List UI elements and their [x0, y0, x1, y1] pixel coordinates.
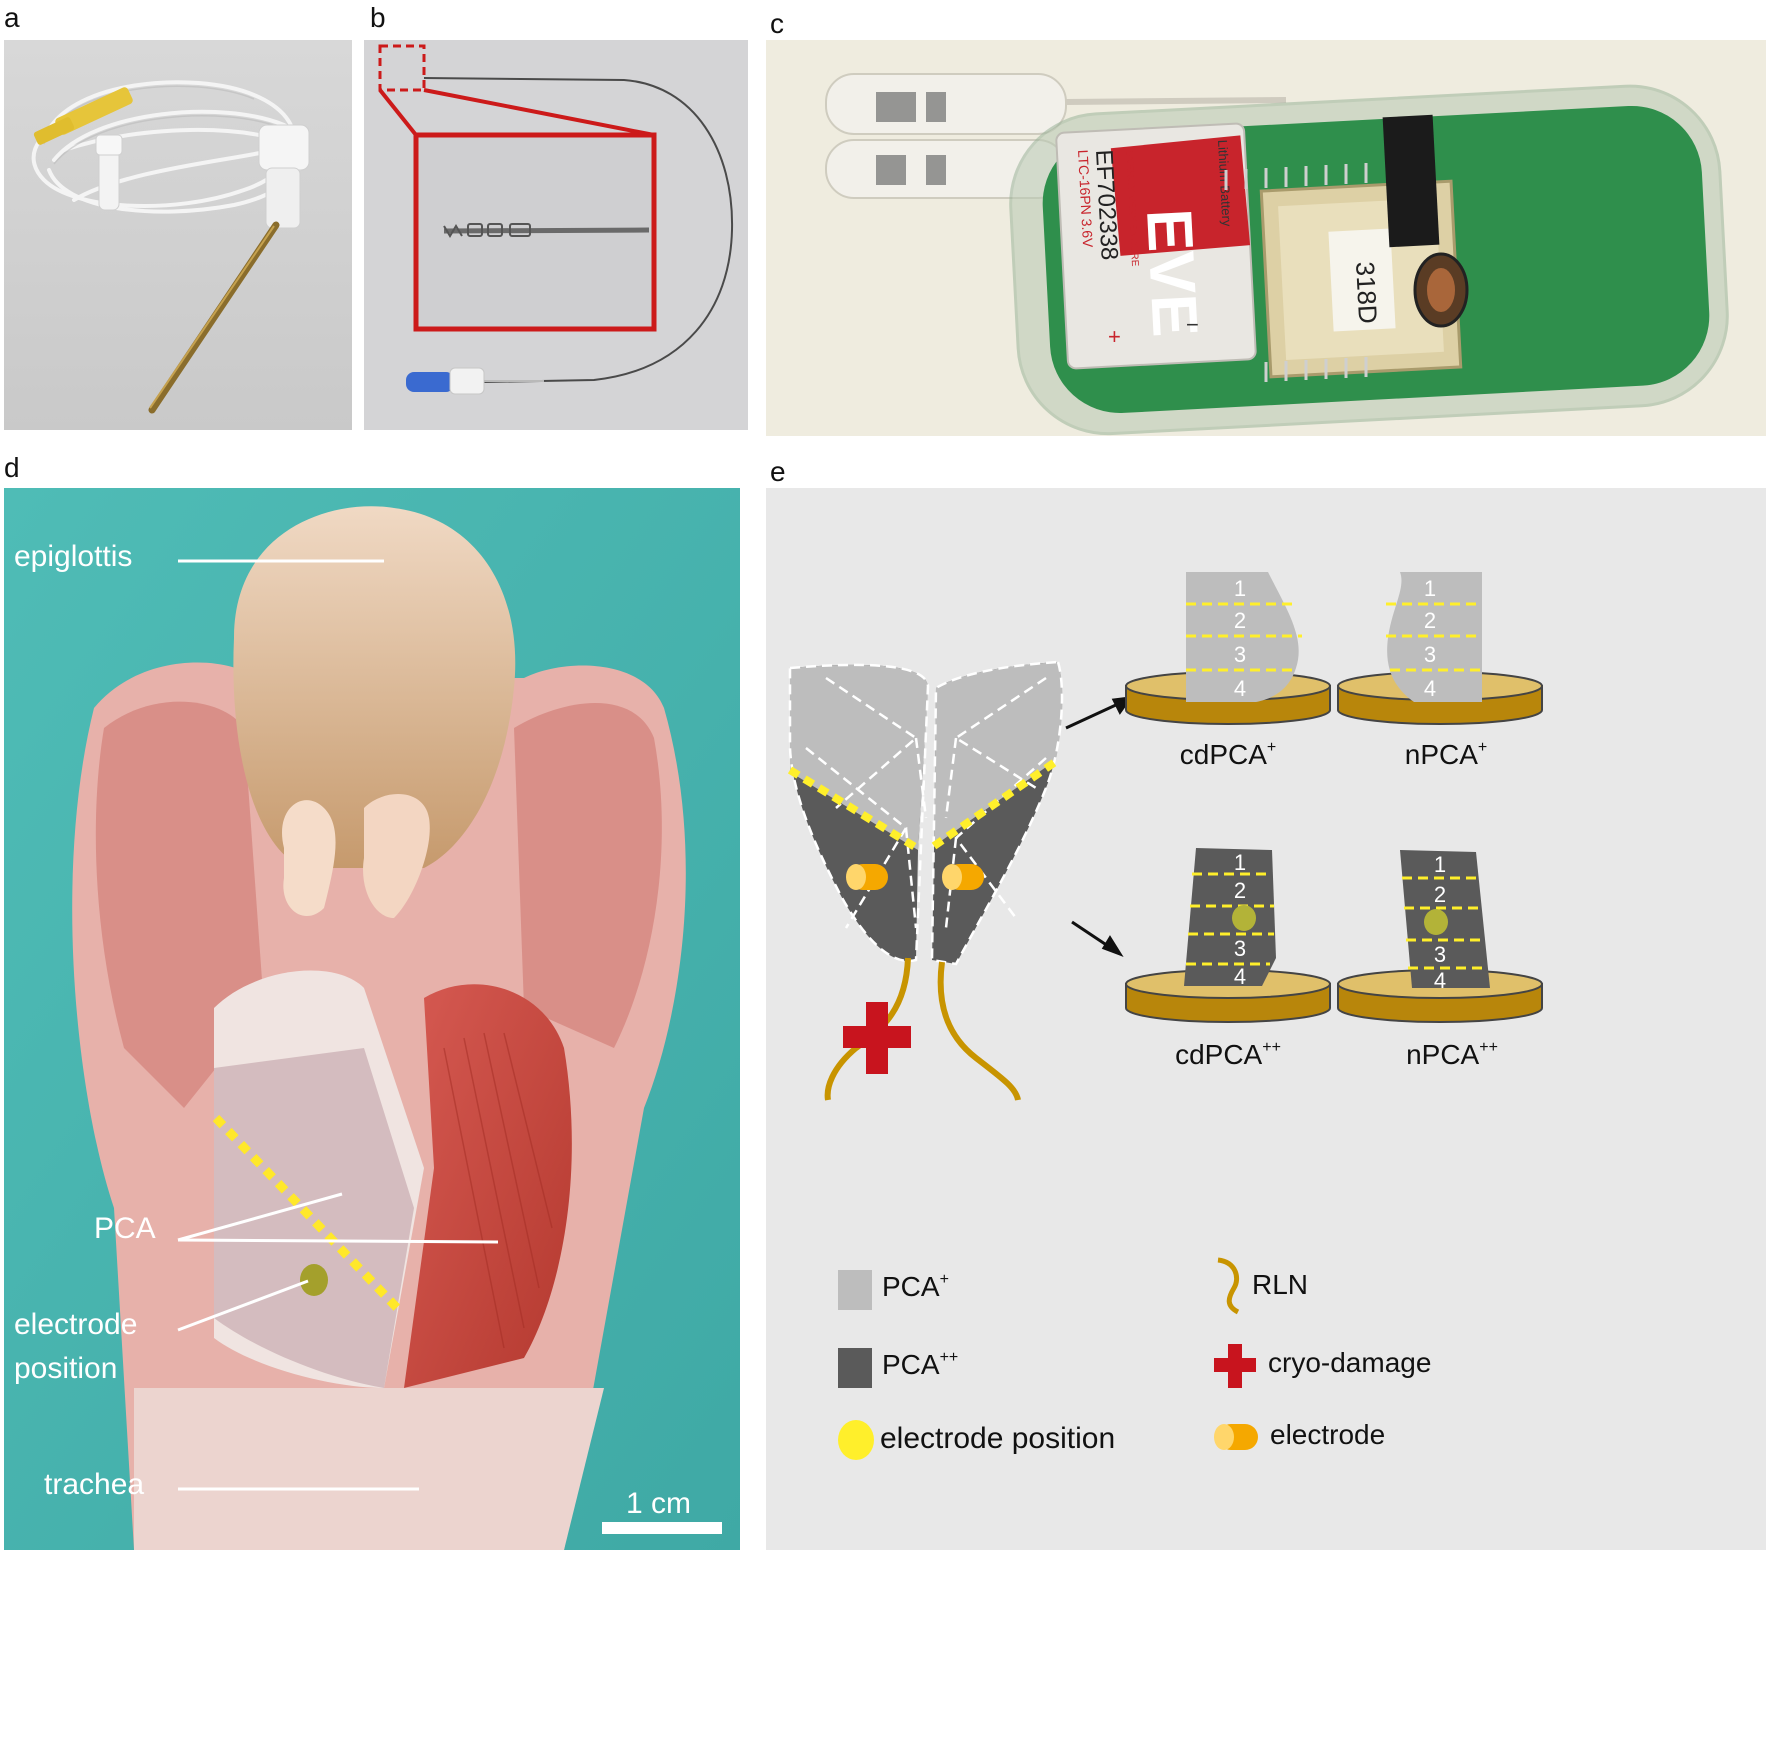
panel-label-c: c	[770, 8, 784, 39]
segment-label: 2	[1234, 608, 1246, 633]
sample-label-cdpca-plus: cdPCA+	[1180, 739, 1277, 770]
chip-label: 318D	[1350, 261, 1383, 325]
electrode-leader-line	[177, 1279, 309, 1332]
sample-label-npca-plus: nPCA+	[1405, 739, 1488, 770]
larynx-illustration: epiglottis PCA electrode position trache…	[4, 488, 740, 1550]
segment-label: 2	[1424, 608, 1436, 633]
segment-label: 4	[1424, 676, 1436, 701]
panel-label-e: e	[770, 456, 786, 487]
panel-label-b: b	[370, 2, 386, 33]
segment-label: 4	[1234, 676, 1246, 701]
label-trachea: trachea	[44, 1468, 144, 1501]
segment-label: 1	[1424, 576, 1436, 601]
segment-label: 3	[1424, 642, 1436, 667]
segment-label: 3	[1234, 642, 1246, 667]
battery-minus: −	[1186, 312, 1199, 337]
sample-label-cdpca-plusplus: cdPCA++	[1175, 1039, 1281, 1070]
pca-leader-line-1	[177, 1192, 343, 1242]
panel-label-d: d	[4, 452, 20, 483]
scale-bar	[602, 1522, 722, 1534]
battery-model: EF702338	[1090, 149, 1123, 261]
segment-label: 1	[1434, 852, 1446, 877]
legend-electrode: electrode	[1270, 1419, 1385, 1450]
sample-npca-plusplus: 1 2 3 4 nPCA++	[1337, 850, 1543, 1070]
label-electrode: electrode	[14, 1308, 137, 1341]
legend-swatch-pca-plus	[838, 1270, 872, 1310]
label-position: position	[14, 1352, 117, 1385]
sample-npca-plus: 1 2 3 4 nPCA+	[1337, 572, 1543, 770]
segment-label: 3	[1434, 942, 1446, 967]
legend-rln: RLN	[1252, 1269, 1308, 1300]
needle-electrode-illustration	[4, 40, 352, 430]
panel-c-photo: EVE Lithium Battery ENERGY VERY ENDURE E…	[766, 40, 1766, 436]
implantable-stimulator-illustration: EVE Lithium Battery ENERGY VERY ENDURE E…	[766, 40, 1766, 436]
segment-label: 2	[1234, 878, 1246, 903]
label-epiglottis: epiglottis	[14, 540, 132, 573]
panel-a-photo	[4, 40, 352, 430]
segment-label: 4	[1434, 968, 1446, 993]
sample-cdpca-plus: 1 2 3 4 cdPCA+	[1125, 572, 1331, 770]
legend-electrode-position: electrode position	[880, 1422, 1115, 1455]
label-pca: PCA	[94, 1212, 156, 1245]
legend-swatch-pca-plusplus	[838, 1348, 872, 1388]
sample-label-npca-plusplus: nPCA++	[1406, 1039, 1498, 1070]
panel-label-a: a	[4, 2, 20, 33]
pca-sampling-schematic: 1 2 3 4 cdPCA+ 1 2 3 4 nPCA+	[766, 488, 1766, 1550]
legend-pca-plus: PCA+	[882, 1271, 949, 1302]
legend: PCA+ PCA++ electrode position RLN cryo-d…	[838, 1257, 1431, 1460]
legend-swatch-electrode-position	[838, 1420, 874, 1460]
legend-swatch-rln	[1217, 1257, 1240, 1315]
segment-label: 1	[1234, 576, 1246, 601]
segment-label: 2	[1434, 882, 1446, 907]
legend-swatch-cryo	[1214, 1344, 1256, 1388]
rln-right	[937, 961, 1021, 1101]
pca-leader-line-2	[177, 1238, 499, 1244]
segment-label: 4	[1234, 964, 1246, 989]
battery-plus: +	[1108, 324, 1121, 349]
hook-wire-electrode-illustration	[364, 40, 748, 430]
legend-swatch-electrode	[1214, 1424, 1258, 1450]
panel-d-photo: epiglottis PCA electrode position trache…	[4, 488, 740, 1550]
cryo-damage-marker	[843, 1002, 911, 1074]
sample-cdpca-plusplus: 1 2 3 4 cdPCA++	[1125, 848, 1331, 1070]
scale-bar-label: 1 cm	[626, 1487, 691, 1520]
legend-pca-plusplus: PCA++	[882, 1349, 958, 1380]
legend-cryo-damage: cryo-damage	[1268, 1347, 1431, 1378]
battery-brand: EVE	[1133, 207, 1212, 339]
electrode-left	[846, 864, 888, 890]
electrode-right	[942, 864, 984, 890]
battery-spec: LTC-16PN 3.6V	[1075, 149, 1096, 248]
segment-label: 1	[1234, 850, 1246, 875]
panel-b-photo	[364, 40, 748, 430]
panel-e-schematic: 1 2 3 4 cdPCA+ 1 2 3 4 nPCA+	[766, 488, 1766, 1550]
segment-label: 3	[1234, 936, 1246, 961]
